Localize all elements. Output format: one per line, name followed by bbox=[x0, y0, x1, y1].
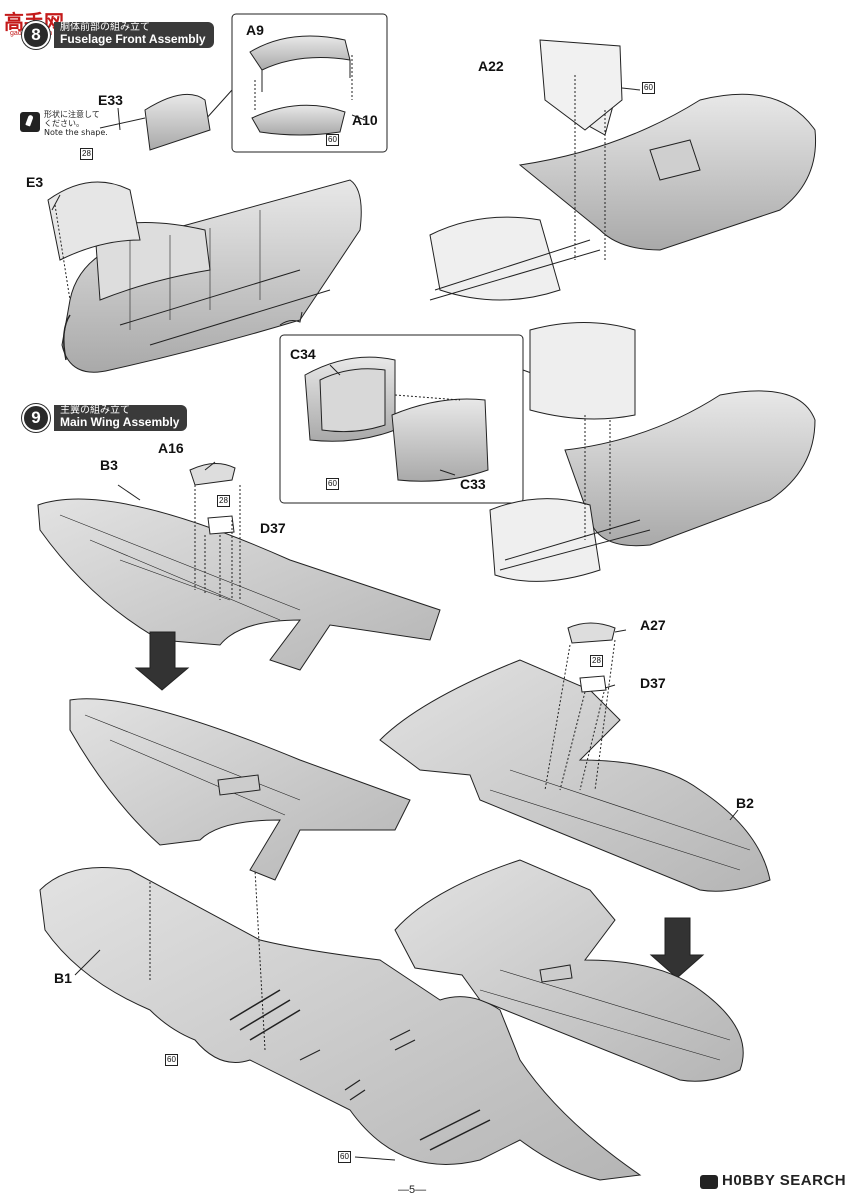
label-a22: A22 bbox=[478, 58, 504, 74]
section-header-wing: 9 主翼の組み立て Main Wing Assembly bbox=[22, 404, 188, 432]
title-en: Main Wing Assembly bbox=[60, 415, 180, 430]
part-a16 bbox=[189, 463, 236, 486]
arrow-down-right bbox=[649, 917, 705, 979]
step-number: 8 bbox=[22, 21, 50, 49]
part-a9 bbox=[249, 35, 351, 71]
paint-code-box: 28 bbox=[217, 495, 230, 507]
section-header-fuselage: 8 胴体前部の組み立て Fuselage Front Assembly bbox=[22, 21, 214, 49]
shape-note-en: Note the shape. bbox=[44, 128, 108, 137]
paint-code-box: 60 bbox=[165, 1054, 178, 1066]
watermark: H0BBY SEARCH bbox=[722, 1172, 847, 1189]
part-d37-right bbox=[579, 675, 607, 693]
title-en: Fuselage Front Assembly bbox=[60, 32, 206, 47]
shape-note: 形状に注意して ください。 Note the shape. bbox=[44, 110, 108, 137]
paint-code-box: 28 bbox=[590, 655, 603, 667]
arrow-down-left bbox=[134, 631, 190, 691]
paint-code-box: 60 bbox=[338, 1151, 351, 1163]
paint-code-box: 28 bbox=[80, 148, 93, 160]
label-b3: B3 bbox=[100, 457, 118, 473]
part-a22 bbox=[539, 39, 623, 131]
label-c34: C34 bbox=[290, 346, 316, 362]
label-a16: A16 bbox=[158, 440, 184, 456]
part-c33 bbox=[391, 398, 489, 482]
label-d37-left: D37 bbox=[260, 520, 286, 536]
step-number: 9 bbox=[22, 404, 50, 432]
title-jp: 主翼の組み立て bbox=[60, 404, 130, 416]
section-title-bar: 胴体前部の組み立て Fuselage Front Assembly bbox=[54, 21, 214, 49]
paint-code-box: 60 bbox=[326, 134, 339, 146]
part-a27 bbox=[567, 622, 616, 644]
bulkhead-upper bbox=[529, 322, 636, 420]
label-a10: A10 bbox=[352, 112, 378, 128]
label-d37-right: D37 bbox=[640, 675, 666, 691]
part-b1 bbox=[39, 867, 642, 1181]
paint-code-box: 60 bbox=[326, 478, 339, 490]
part-d37-left bbox=[207, 515, 235, 535]
label-a9: A9 bbox=[246, 22, 264, 38]
label-b1: B1 bbox=[54, 970, 72, 986]
part-b3 bbox=[37, 498, 441, 671]
part-a10 bbox=[251, 104, 346, 136]
shape-note-jp: 形状に注意して ください。 bbox=[44, 110, 100, 128]
label-a27: A27 bbox=[640, 617, 666, 633]
paint-code-box: 60 bbox=[642, 82, 655, 94]
caution-icon bbox=[20, 112, 40, 132]
title-jp: 胴体前部の組み立て bbox=[60, 21, 150, 33]
label-b2: B2 bbox=[736, 795, 754, 811]
fuselage-mid-right bbox=[564, 390, 816, 547]
part-b2 bbox=[379, 659, 771, 892]
label-e33: E33 bbox=[98, 92, 123, 108]
watermark-icon bbox=[700, 1175, 718, 1189]
section-title-bar: 主翼の組み立て Main Wing Assembly bbox=[54, 404, 188, 432]
page-number: —5— bbox=[398, 1184, 427, 1196]
label-e3: E3 bbox=[26, 174, 44, 190]
label-c33: C33 bbox=[460, 476, 486, 492]
